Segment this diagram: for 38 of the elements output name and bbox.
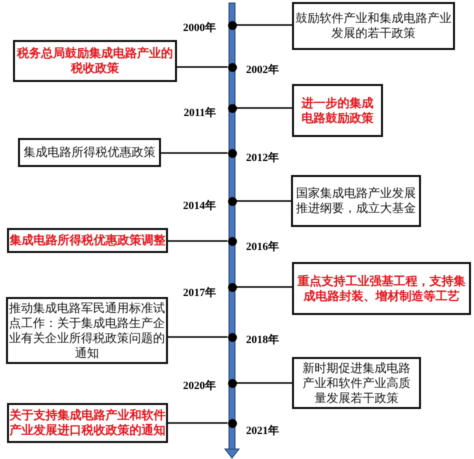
- policy-box: [13, 40, 177, 82]
- year-label: 2011年: [184, 106, 216, 120]
- year-label: 2021年: [246, 424, 279, 438]
- policy-text: 推动集成电路军民通用标准试点工作：关于集成电路生产企业有关企业所得税政策问题的通知: [8, 300, 166, 360]
- connector-line: [168, 422, 228, 424]
- year-label: 2002年: [246, 63, 279, 77]
- connector-line: [168, 336, 228, 338]
- connector-line: [236, 286, 292, 288]
- policy-text: 新时期促进集成电路产业和软件产业高质量发展若干政策: [302, 360, 411, 406]
- year-label: 2020年: [183, 379, 216, 393]
- policy-box: [7, 228, 168, 253]
- policy-box: [292, 357, 421, 409]
- policy-text: 国家集成电路产业发展推进纲要，成立大基金: [296, 186, 416, 216]
- connector-line: [236, 382, 292, 384]
- policy-box: [292, 262, 471, 315]
- policy-text: 关于支持集成电路产业和软件产业发展进口税收政策的通知: [9, 408, 166, 438]
- connector-line: [236, 107, 292, 109]
- policy-text: 重点支持工业强基工程，支持集成电路封装、增材制造等工艺: [297, 274, 466, 304]
- connector-line: [177, 66, 228, 68]
- policy-text: 集成电路所得税优惠政策调整: [9, 233, 166, 248]
- connector-line: [168, 240, 228, 242]
- policy-box: [18, 138, 161, 167]
- year-label: 2017年: [183, 286, 216, 300]
- policy-text: 集成电路所得税优惠政策: [23, 145, 156, 160]
- year-label: 2014年: [183, 199, 216, 213]
- year-label: 2016年: [246, 240, 279, 254]
- policy-box: [292, 84, 383, 137]
- connector-line: [161, 152, 228, 154]
- connector-line: [236, 200, 291, 202]
- year-label: 2012年: [246, 151, 279, 165]
- policy-box: [291, 175, 421, 227]
- year-label: 2018年: [246, 333, 279, 347]
- policy-box: [292, 2, 455, 50]
- policy-text: 鼓励软件产业和集成电路产业发展的若干政策: [295, 11, 452, 41]
- year-label: 2000年: [183, 21, 216, 35]
- connector-line: [236, 24, 292, 26]
- policy-text: 税务总局鼓励集成电路产业的税收政策: [16, 46, 174, 76]
- policy-text: 进一步的集成电路鼓励政策: [301, 96, 374, 126]
